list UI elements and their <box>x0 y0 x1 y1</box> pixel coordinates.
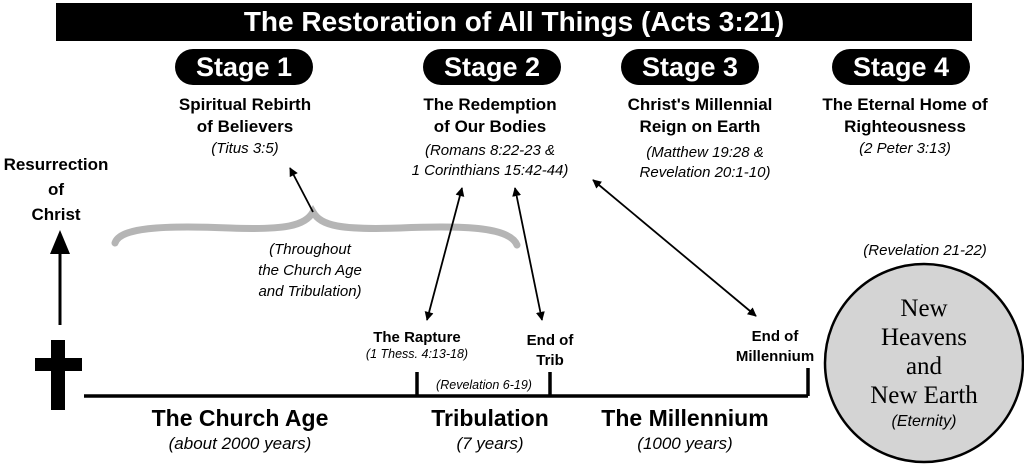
cross-horizontal <box>35 358 82 371</box>
stage-1-ref: (Titus 3:5) <box>211 140 279 157</box>
stage-2-heading: The Redemption of Our Bodies <box>423 95 557 136</box>
stage-3-ref: (Matthew 19:28 & Revelation 20:1-10) <box>639 144 771 181</box>
eternity-ref: (Revelation 21-22) <box>863 242 987 259</box>
stage-3-pill: Stage 3 <box>621 49 759 85</box>
stage-4-heading: The Eternal Home of Righteousness <box>822 95 988 136</box>
stage-1-heading: Spiritual Rebirth of Believers <box>178 95 312 136</box>
eternity-label: (Eternity) <box>891 413 957 430</box>
tribulation-ref: (Revelation 6-19) <box>436 378 532 392</box>
end-trib-label: End of Trib <box>526 332 574 369</box>
rapture-ref: (1 Thess. 4:13-18) <box>365 347 469 361</box>
stage-1-pill: Stage 1 <box>175 49 313 85</box>
cross-vertical <box>51 340 65 410</box>
new-heavens-new-earth-label: New Heavens and New Earth <box>870 295 978 409</box>
stage-4-pill: Stage 4 <box>832 49 970 85</box>
church-age-note: (Throughout the Church Age and Tribulati… <box>258 241 362 300</box>
resurrection-arrow-head <box>50 230 70 254</box>
diagram-title: The Restoration of All Things (Acts 3:21… <box>56 3 972 41</box>
resurrection-label: Resurrection of Christ <box>3 155 109 224</box>
millennium-label: The Millennium <box>601 405 769 431</box>
church-age-duration: (about 2000 years) <box>168 434 312 453</box>
church-age-brace <box>111 204 521 249</box>
arrow-end-millennium-stage-2 <box>592 179 757 317</box>
end-millennium-label: End of Millennium <box>735 328 815 365</box>
arrow-to-stage-1 <box>289 167 314 213</box>
rapture-label: The Rapture <box>373 329 461 346</box>
tribulation-duration: (7 years) <box>456 434 524 453</box>
eternity-circle <box>823 262 1024 464</box>
arrow-end-trib-stage-2 <box>512 187 545 321</box>
stage-3-heading: Christ's Millennial Reign on Earth <box>627 95 773 136</box>
arrow-rapture-stage-2 <box>424 187 465 321</box>
stage-2-ref: (Romans 8:22-23 & 1 Corinthians 15:42-44… <box>411 142 569 179</box>
church-age-label: The Church Age <box>151 405 329 431</box>
stage-2-pill: Stage 2 <box>423 49 561 85</box>
stage-4-ref: (2 Peter 3:13) <box>859 140 951 157</box>
millennium-duration: (1000 years) <box>637 434 733 453</box>
tribulation-label: Tribulation <box>431 405 549 431</box>
